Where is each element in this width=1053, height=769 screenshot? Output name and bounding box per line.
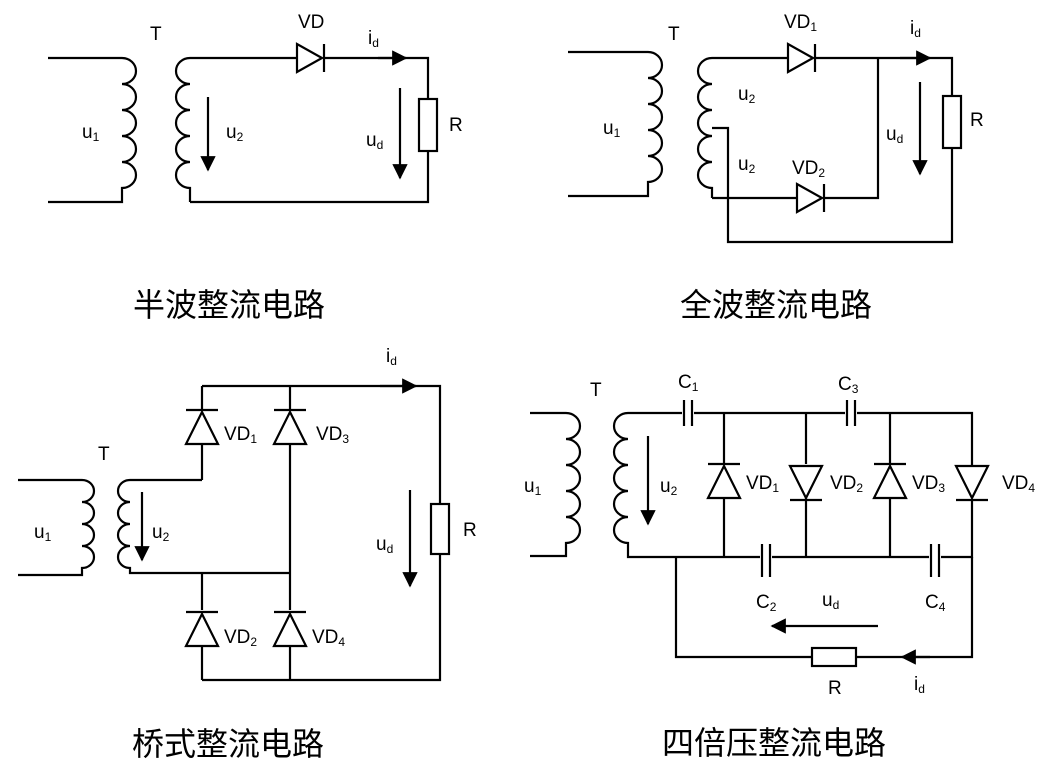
wire [824,58,880,200]
c3-label: C3 [838,374,859,396]
diode-vd3 [272,408,308,446]
diode-vd2 [184,610,220,648]
u2-bottom-label: u2 [738,154,756,176]
ud-label: ud [376,534,393,556]
transformer-label: T [668,24,680,45]
half-wave-circuit: T VD id u1 u2 ud R 半波整流电路 [48,12,463,324]
secondary-winding [612,411,760,559]
wire [857,411,974,466]
c1-label: C1 [678,372,699,394]
diode2-label: VD2 [830,473,863,495]
load-label: R [970,110,984,131]
current-label: id [910,18,921,40]
full-wave-circuit: T VD1 VD2 id u1 u2 u2 ud R 全波整流电路 [568,12,984,324]
primary-winding [530,411,582,558]
diode1-label: VD1 [224,424,257,446]
capacitor-c4 [929,544,941,577]
capacitor-c1 [682,400,694,426]
diode2-label: VD2 [792,158,825,180]
ud-label: ud [886,124,903,146]
diode3-label: VD3 [316,424,349,446]
u2-label: u2 [152,522,170,544]
u1-label: u1 [82,122,100,144]
primary-winding [568,50,664,198]
diode4-label: VD4 [312,627,345,649]
u1-label: u1 [524,476,542,498]
diode4-label: VD4 [1002,473,1035,495]
diode3-label: VD3 [912,473,945,495]
secondary-winding [696,56,714,198]
caption-full-wave: 全波整流电路 [680,286,872,324]
load-resistor [810,646,858,668]
diode-vd3 [872,462,908,500]
diode2-label: VD2 [224,627,257,649]
diode-vd1 [184,408,220,446]
current-label: id [386,346,397,368]
caption-bridge: 桥式整流电路 [132,725,324,763]
u2-label: u2 [226,122,244,144]
wire [712,126,954,244]
c4-label: C4 [925,592,946,614]
c2-label: C2 [756,592,777,614]
load-label: R [828,678,842,699]
primary-winding [18,478,96,577]
wire [674,557,812,659]
diode-vd4 [954,464,990,502]
u1-label: u1 [603,118,621,140]
wire [202,554,442,682]
caption-quadrupler: 四倍压整流电路 [662,724,886,762]
diode-vd2 [788,464,824,502]
wire [202,384,442,504]
wire [190,151,430,204]
diode1-label: VD1 [746,473,779,495]
ud-label: ud [822,590,839,612]
caption-half-wave: 半波整流电路 [133,286,325,324]
load-resistor [417,97,439,153]
diode-vd [295,42,326,74]
voltage-quadrupler-circuit: T C1 C3 C2 C4 VD1 VD2 VD3 VD4 u1 u2 ud R… [524,372,1035,762]
current-label: id [914,674,925,696]
diode-vd4 [272,610,308,648]
load-resistor [429,502,451,556]
transformer-label: T [98,444,110,465]
wire [856,557,974,659]
capacitor-c2 [760,544,772,577]
load-label: R [449,115,463,136]
diode-vd2 [795,182,826,214]
diode-vd1 [786,42,817,74]
wire [324,56,430,99]
transformer-label: T [150,24,162,45]
capacitor-c3 [845,400,857,426]
current-label: id [368,28,379,50]
wire [941,500,974,559]
bridge-circuit: T id VD1 VD3 VD2 VD4 u1 u2 ud R 桥式整流电路 [18,346,477,763]
diode1-label: VD1 [784,12,817,34]
diode-label: VD [298,12,324,33]
secondary-winding [116,478,290,575]
wire [815,56,954,96]
ud-label: ud [366,130,383,152]
secondary-winding [174,56,192,202]
diode-vd1 [706,462,742,500]
u2-top-label: u2 [738,84,756,106]
u1-label: u1 [34,522,52,544]
primary-winding [48,56,138,204]
load-label: R [463,520,477,541]
load-resistor [941,94,963,150]
u2-label: u2 [660,476,678,498]
transformer-label: T [590,380,602,401]
